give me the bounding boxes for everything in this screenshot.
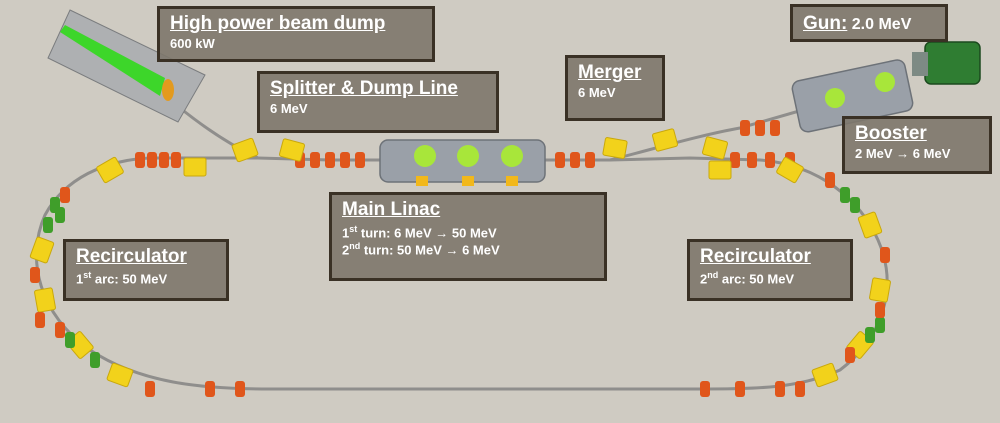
magnet-lattice: [29, 120, 891, 397]
quadrupole-magnet: [875, 302, 885, 318]
beam-dump-power: 600 kW: [170, 35, 215, 51]
sextupole-magnet: [840, 187, 850, 203]
splitter-energy: 6 MeV: [270, 100, 308, 116]
quadrupole-magnet: [205, 381, 215, 397]
quadrupole-magnet: [585, 152, 595, 168]
sextupole-magnet: [875, 317, 885, 333]
recirculator-right-title: Recirculator: [700, 246, 811, 267]
quadrupole-magnet: [570, 152, 580, 168]
booster-energy: 2 MeV → 6 MeV: [855, 145, 951, 161]
main-linac-title: Main Linac: [342, 199, 441, 220]
quadrupole-magnet: [747, 152, 757, 168]
dipole-magnet: [708, 160, 732, 180]
label-beam-dump: High power beam dump 600 kW: [157, 6, 435, 62]
recirculator-left-title: Recirculator: [76, 246, 187, 267]
quadrupole-magnet: [880, 247, 890, 263]
sextupole-magnet: [865, 327, 875, 343]
quadrupole-magnet: [755, 120, 765, 136]
cavity-port: [457, 145, 479, 167]
sextupole-magnet: [55, 207, 65, 223]
quadrupole-magnet: [730, 152, 740, 168]
quadrupole-magnet: [700, 381, 710, 397]
dipole-magnet: [602, 137, 628, 159]
quadrupole-magnet: [310, 152, 320, 168]
label-merger: Merger 6 MeV: [565, 55, 665, 121]
sextupole-magnet: [850, 197, 860, 213]
quadrupole-magnet: [159, 152, 169, 168]
sextupole-magnet: [90, 352, 100, 368]
quadrupole-magnet: [30, 267, 40, 283]
quadrupole-magnet: [845, 347, 855, 363]
quadrupole-magnet: [765, 152, 775, 168]
quadrupole-magnet: [325, 152, 335, 168]
quadrupole-magnet: [825, 172, 835, 188]
quadrupole-magnet: [55, 322, 65, 338]
main-linac-turn1: 1st turn: 6 MeV → 50 MeV: [342, 223, 497, 241]
dipole-magnet: [869, 277, 891, 303]
cavity-port: [825, 88, 845, 108]
booster-title: Booster: [855, 123, 927, 144]
dipole-magnet: [776, 156, 804, 184]
cavity-port: [875, 72, 895, 92]
quadrupole-magnet: [35, 312, 45, 328]
booster-module: [791, 59, 914, 133]
cavity-port: [414, 145, 436, 167]
gun-energy: 2.0 MeV: [847, 16, 912, 33]
main-linac-module: [379, 139, 546, 186]
quadrupole-magnet: [135, 152, 145, 168]
quadrupole-magnet: [340, 152, 350, 168]
label-splitter: Splitter & Dump Line 6 MeV: [257, 71, 499, 133]
dipole-magnet: [96, 156, 124, 184]
merger-title: Merger: [578, 62, 642, 83]
recirculator-right-energy: 2nd arc: 50 MeV: [700, 269, 795, 287]
label-main-linac: Main Linac 1st turn: 6 MeV → 50 MeV 2nd …: [329, 192, 607, 281]
quadrupole-magnet: [555, 152, 565, 168]
electron-gun: [912, 41, 981, 85]
label-booster: Booster 2 MeV → 6 MeV: [842, 116, 992, 174]
dipole-magnet: [34, 287, 56, 313]
dipole-magnet: [857, 211, 883, 239]
quadrupole-magnet: [60, 187, 70, 203]
sextupole-magnet: [43, 217, 53, 233]
cavity-port: [501, 145, 523, 167]
label-recirculator-right: Recirculator 2nd arc: 50 MeV: [687, 239, 853, 301]
quadrupole-magnet: [735, 381, 745, 397]
dipole-magnet: [278, 138, 306, 162]
recirculator-left-energy: 1st arc: 50 MeV: [76, 269, 168, 287]
dipole-magnet: [29, 236, 55, 264]
quadrupole-magnet: [147, 152, 157, 168]
dipole-magnet: [701, 136, 729, 160]
main-linac-turn2: 2nd turn: 50 MeV → 6 MeV: [342, 241, 500, 258]
dump-cone: [60, 25, 165, 96]
quadrupole-magnet: [355, 152, 365, 168]
dipole-magnet: [231, 137, 259, 163]
dipole-magnet: [106, 362, 134, 388]
gun-title: Gun:: [803, 13, 848, 34]
splitter-title: Splitter & Dump Line: [270, 78, 458, 99]
quadrupole-magnet: [235, 381, 245, 397]
quadrupole-magnet: [145, 381, 155, 397]
label-gun: Gun: 2.0 MeV: [790, 4, 948, 42]
dump-cap: [162, 79, 174, 101]
label-recirculator-left: Recirculator 1st arc: 50 MeV: [63, 239, 229, 301]
beam-dump-title: High power beam dump: [170, 13, 386, 34]
quadrupole-magnet: [171, 152, 181, 168]
merger-energy: 6 MeV: [578, 84, 616, 100]
quadrupole-magnet: [740, 120, 750, 136]
dipole-magnet: [651, 128, 679, 152]
quadrupole-magnet: [795, 381, 805, 397]
quadrupole-magnet: [770, 120, 780, 136]
sextupole-magnet: [65, 332, 75, 348]
quadrupole-magnet: [775, 381, 785, 397]
dipole-magnet: [811, 362, 839, 388]
dipole-magnet: [183, 157, 207, 177]
